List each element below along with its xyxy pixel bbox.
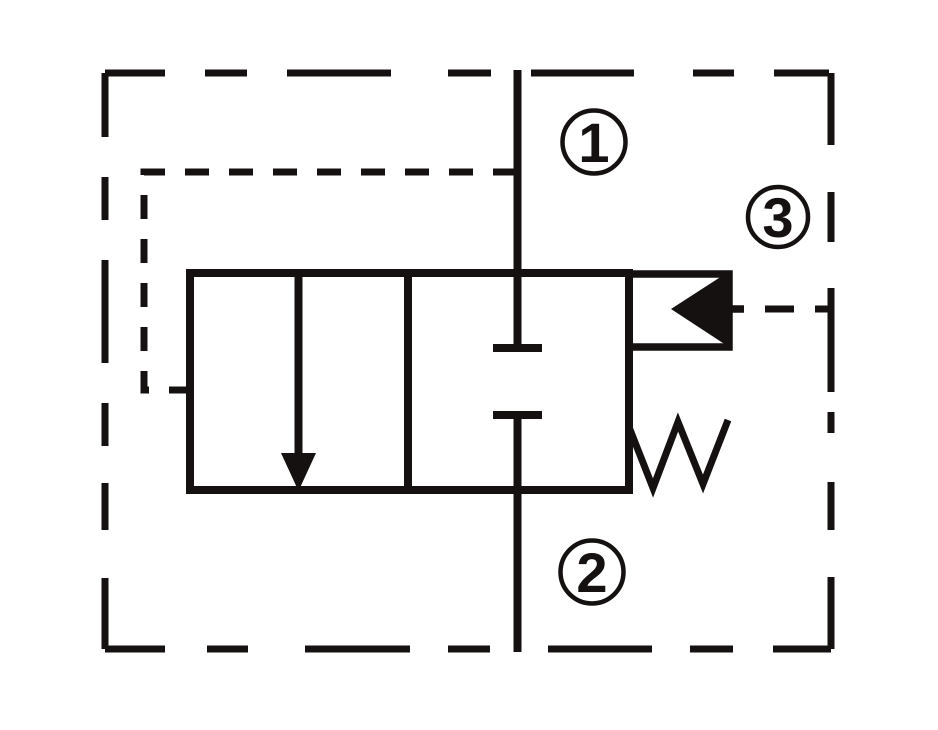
port-label-2: 2 (558, 538, 626, 606)
port-3-circle (745, 184, 811, 250)
port-2-number: 2 (576, 541, 607, 604)
port-1-circle (560, 108, 628, 176)
port-label-1: 1 (560, 108, 628, 176)
pilot-triangle-icon (671, 271, 729, 347)
component-boundary (101, 69, 835, 653)
pilot-actuator (629, 270, 831, 351)
port-1-line (493, 70, 542, 352)
port-label-3: 3 (745, 184, 811, 250)
valve-body (186, 269, 633, 494)
port-2-circle (558, 538, 626, 606)
flow-path-arrow (281, 273, 316, 491)
spring-icon (625, 412, 732, 498)
arrowhead-icon (281, 453, 316, 491)
port-1-number: 1 (578, 111, 609, 174)
internal-pilot-line (140, 168, 517, 394)
port-3-number: 3 (762, 186, 793, 249)
port-2-line (493, 411, 542, 652)
